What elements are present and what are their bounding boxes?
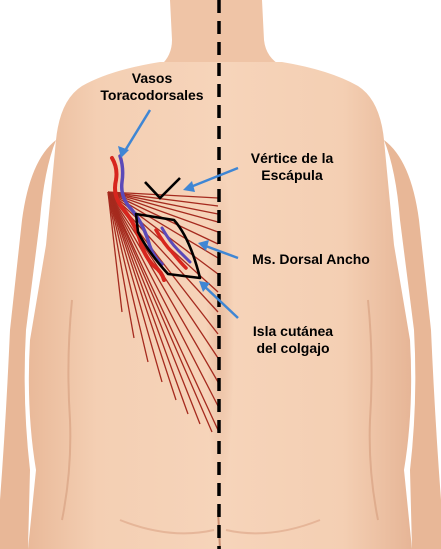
label-isla-line1: Isla cutánea	[238, 323, 348, 340]
label-vertice-line1: Vértice de la	[232, 150, 352, 167]
label-isla-line2: del colgajo	[238, 340, 348, 357]
label-vasos-toracodorsales: Vasos Toracodorsales	[92, 70, 212, 104]
neck	[160, 0, 282, 66]
label-vasos-line1: Vasos	[92, 70, 212, 87]
label-isla-cutanea: Isla cutánea del colgajo	[238, 323, 348, 357]
label-vertice-line2: Escápula	[232, 167, 352, 184]
label-vertice-escapula: Vértice de la Escápula	[232, 150, 352, 184]
label-dorsal-line1: Ms. Dorsal Ancho	[236, 251, 386, 268]
label-vasos-line2: Toracodorsales	[92, 87, 212, 104]
label-ms-dorsal-ancho: Ms. Dorsal Ancho	[236, 251, 386, 268]
